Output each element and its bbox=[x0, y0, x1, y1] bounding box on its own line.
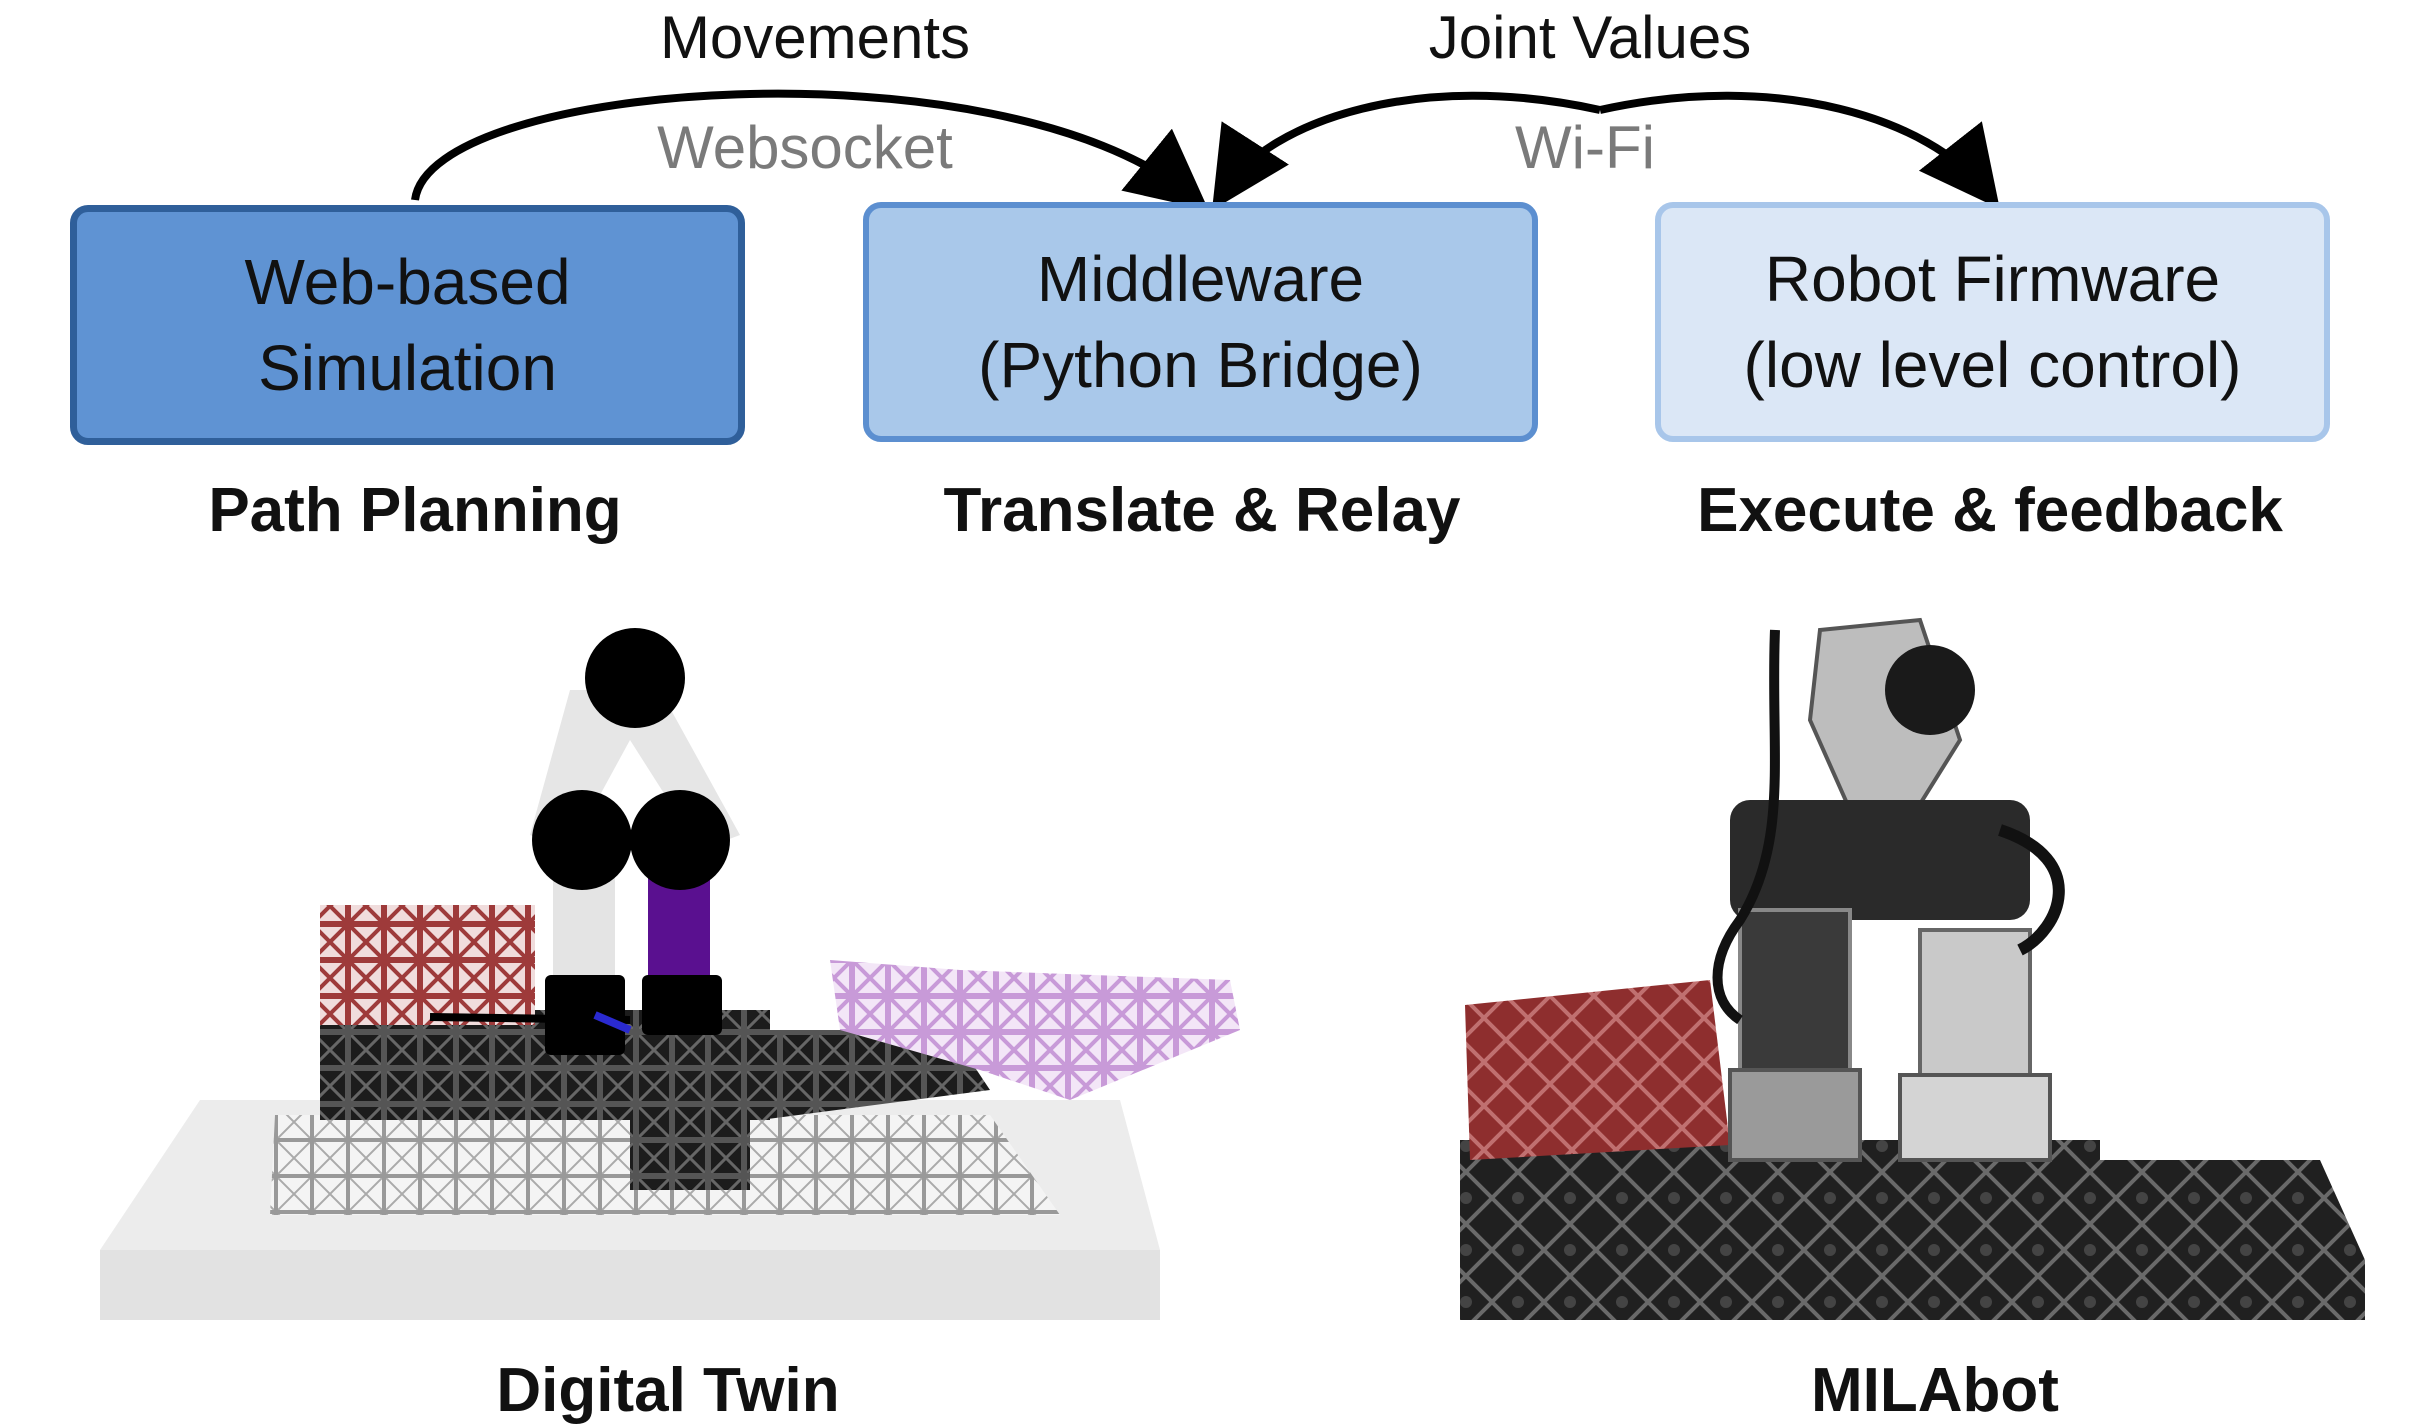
translate-relay-caption: Translate & Relay bbox=[943, 476, 1461, 545]
milabot-illustration bbox=[1460, 617, 2365, 1320]
wifi-label: Wi-Fi bbox=[1515, 114, 1655, 181]
real-dark-lattice bbox=[1460, 1160, 2365, 1320]
joint-values-label: Joint Values bbox=[1428, 4, 1752, 71]
robot-firmware-box: Robot Firmware (low level control) bbox=[1655, 202, 2330, 442]
dark-lattice-column bbox=[630, 1040, 750, 1190]
purple-lattice-block bbox=[830, 960, 1240, 1100]
middleware-box: Middleware (Python Bridge) bbox=[863, 202, 1538, 442]
web-simulation-line2: Simulation bbox=[258, 332, 557, 404]
web-simulation-line1: Web-based bbox=[244, 245, 571, 318]
websocket-label: Websocket bbox=[657, 114, 953, 181]
execute-feedback-caption: Execute & feedback bbox=[1697, 476, 2283, 545]
joint-values-arrow-to-middleware bbox=[1211, 91, 1601, 211]
robot-left-foot-real bbox=[1728, 1068, 1862, 1162]
digital-twin-caption: Digital Twin bbox=[496, 1356, 840, 1425]
middleware-line1: Middleware bbox=[1036, 242, 1365, 315]
robot-cables-right bbox=[1998, 824, 2065, 956]
robot-left-joint bbox=[532, 790, 632, 890]
ground-plate-front bbox=[100, 1250, 1160, 1320]
path-planning-caption: Path Planning bbox=[208, 476, 622, 545]
middleware-line2: (Python Bridge) bbox=[978, 329, 1423, 401]
movements-label: Movements bbox=[659, 4, 971, 71]
joint-values-arrow-to-firmware bbox=[1599, 91, 2000, 209]
robot-left-foot bbox=[545, 975, 625, 1055]
robot-right-foot bbox=[642, 975, 722, 1035]
robot-right-shank bbox=[1918, 928, 2032, 1082]
red-lattice-block bbox=[320, 905, 535, 1025]
robot-hip bbox=[1730, 800, 2030, 920]
robot-top-motor bbox=[1885, 645, 1975, 735]
real-red-lattice-block bbox=[1465, 980, 1730, 1160]
robot-firmware-line1: Robot Firmware bbox=[1764, 242, 2221, 315]
robot-right-joint bbox=[630, 790, 730, 890]
robot-right-leg bbox=[648, 870, 710, 990]
milabot-caption: MILAbot bbox=[1811, 1356, 2059, 1425]
robot-left-leg bbox=[553, 870, 615, 990]
robot-left-shank bbox=[1738, 908, 1852, 1072]
robot-right-foot-real bbox=[1898, 1073, 2052, 1162]
movements-arrow bbox=[411, 89, 1209, 211]
digital-twin-illustration bbox=[100, 628, 1240, 1320]
robot-cables bbox=[1712, 629, 1780, 1025]
robot-top-joint bbox=[585, 628, 685, 728]
flow-arrows bbox=[411, 89, 2000, 211]
web-simulation-box: Web-based Simulation bbox=[70, 205, 745, 445]
robot-firmware-line2: (low level control) bbox=[1743, 329, 2242, 401]
gripper-rod-accent bbox=[593, 1011, 632, 1034]
